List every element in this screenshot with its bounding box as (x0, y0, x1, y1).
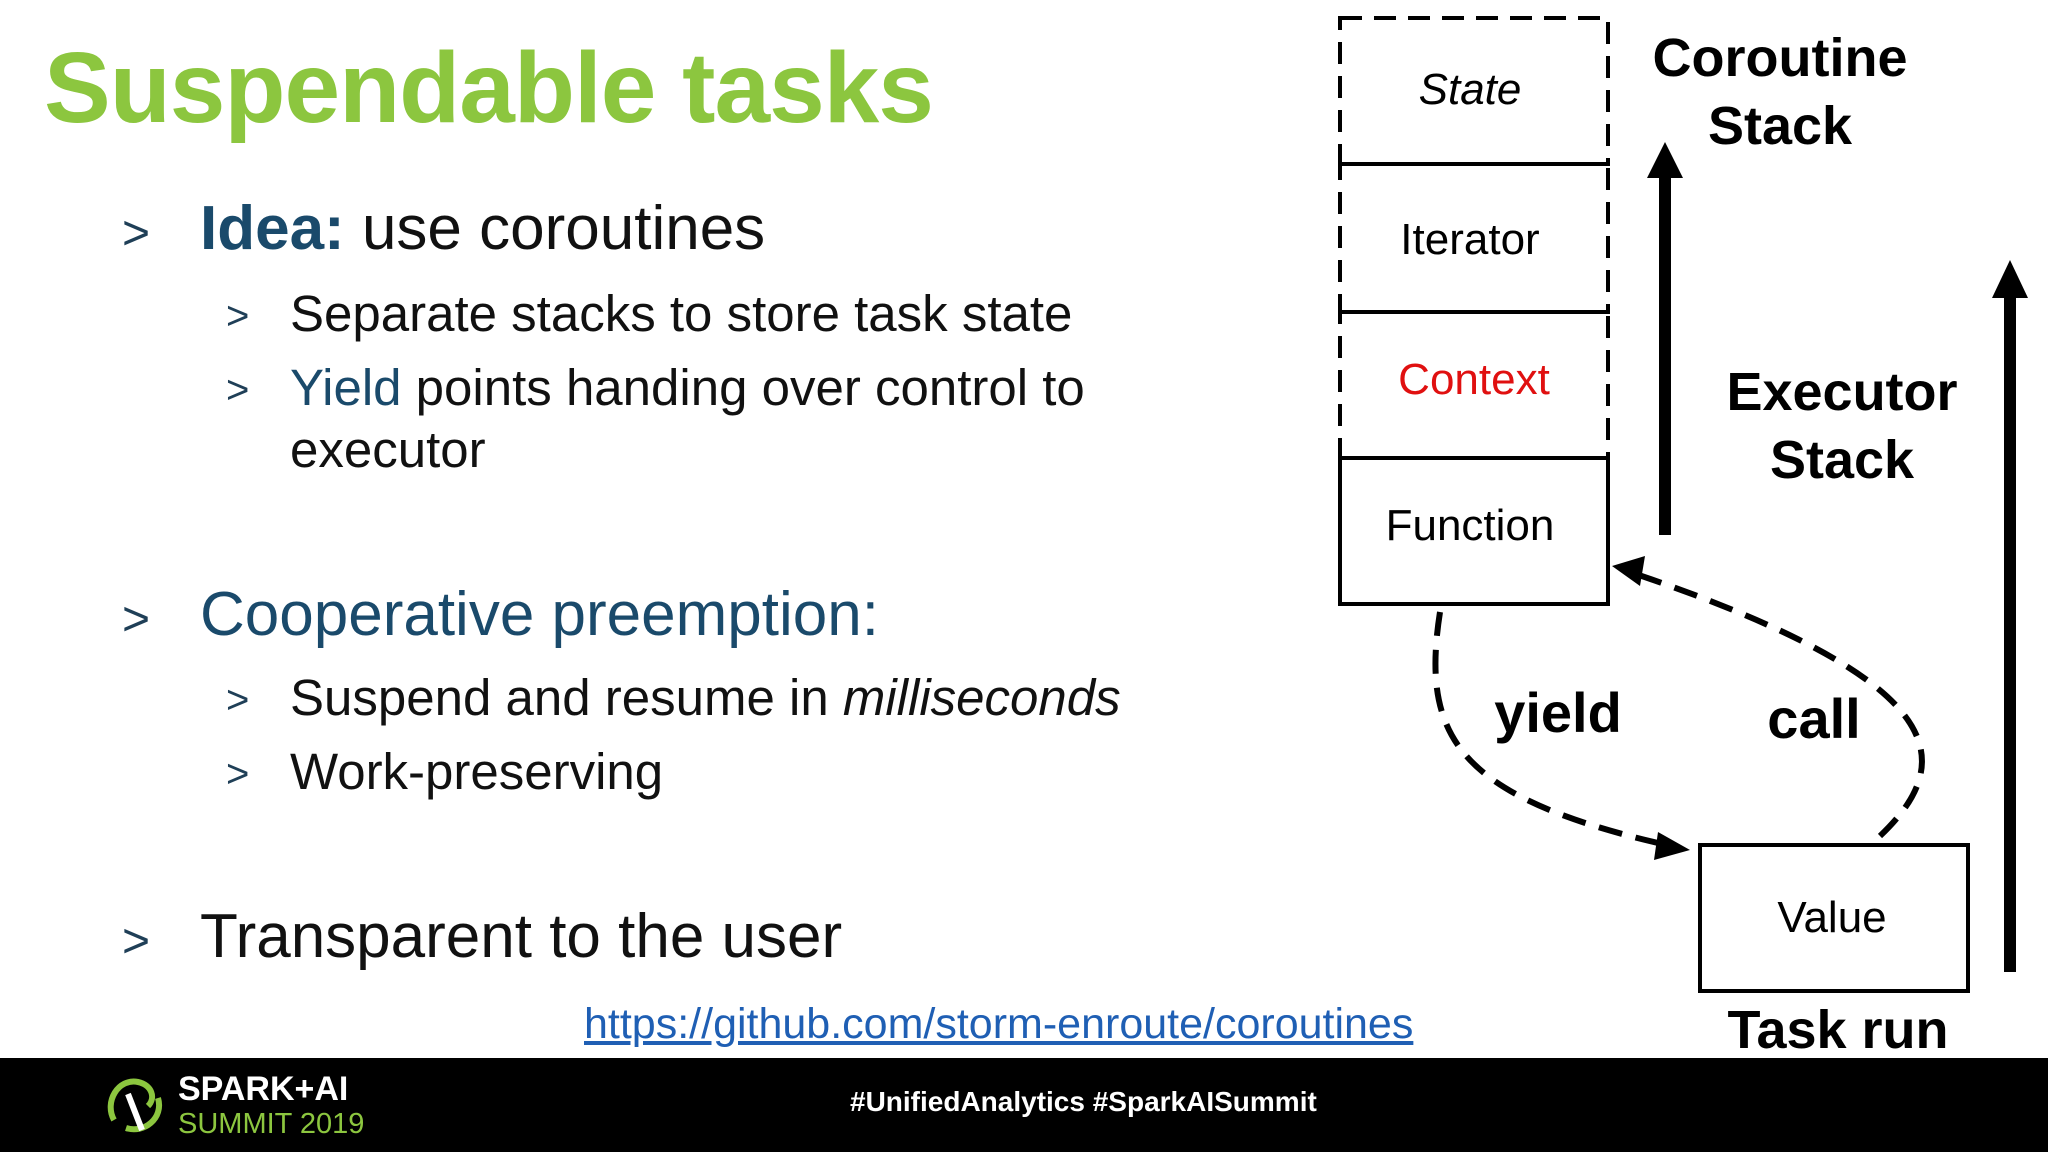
box-function-label: Function (1386, 501, 1555, 550)
slide-title: Suspendable tasks (44, 32, 934, 144)
bullet-marker: > (226, 294, 250, 338)
coroutine-stack-arrow (1647, 142, 1683, 535)
yield-arrow (1432, 611, 1690, 860)
bullet-marker: > (226, 368, 250, 412)
idea-text: use coroutines (344, 194, 766, 263)
yield-word: Yield (290, 359, 402, 416)
work-text: Work-preserving (290, 743, 664, 800)
box-iterator: Iterator (1338, 162, 1610, 314)
executor-stack-arrow (1992, 260, 2028, 972)
yield-label: yield (1494, 681, 1622, 744)
bullet-cooperative-preemption: > Cooperative preemption: (122, 584, 879, 646)
bullet-separate-stacks: > Separate stacks to store task state (226, 285, 1073, 342)
bullet-marker: > (122, 593, 151, 646)
executor-stack-label-line2: Stack (1770, 430, 1915, 490)
logo-text-top: SPARK+AI (178, 1070, 349, 1108)
footer-hashtags: #UnifiedAnalytics #SparkAISummit (850, 1086, 1317, 1117)
bullet-yield-points: > Yield points handing over control to (226, 359, 1085, 416)
bullet-marker: > (122, 207, 151, 260)
coop-text: Cooperative preemption: (200, 580, 879, 649)
coroutine-stack-label-line2: Stack (1708, 96, 1853, 156)
bullet-transparent: > Transparent to the user (122, 906, 842, 968)
bullet-marker: > (122, 915, 151, 968)
box-value-label: Value (1777, 893, 1886, 942)
suspend-italic: milliseconds (842, 669, 1121, 726)
idea-label: Idea: (200, 194, 345, 263)
yield-text-continued: executor (290, 421, 486, 478)
bullet-idea: > Idea: use coroutines (122, 198, 765, 260)
call-label: call (1767, 687, 1860, 750)
bullet-work-preserving: > Work-preserving (226, 743, 664, 800)
coroutine-diagram: State Iterator Context Function Value Co… (1338, 16, 2028, 1058)
coroutine-stack-label-line1: Coroutine (1653, 28, 1908, 88)
suspend-text: Suspend and resume in (290, 669, 843, 726)
box-state-label: State (1419, 65, 1522, 114)
box-state: State (1338, 16, 1610, 166)
task-run-label: Task run (1727, 1000, 1948, 1058)
box-function: Function (1338, 456, 1610, 606)
box-context: Context (1338, 310, 1610, 460)
box-iterator-label: Iterator (1400, 215, 1539, 264)
yield-text: points handing over control to (401, 359, 1085, 416)
bullet-marker: > (226, 678, 250, 722)
spark-ai-logo-icon (107, 1078, 163, 1133)
logo-text-bottom: SUMMIT 2019 (178, 1108, 365, 1140)
github-link[interactable]: https://github.com/storm-enroute/corouti… (584, 1000, 1414, 1048)
bullet-suspend-resume: > Suspend and resume in milliseconds (226, 669, 1121, 726)
executor-stack-label-line1: Executor (1726, 362, 1957, 422)
separate-text: Separate stacks to store task state (290, 285, 1073, 342)
box-value: Value (1698, 843, 1970, 993)
transparent-text: Transparent to the user (200, 902, 843, 971)
bullet-marker: > (226, 752, 250, 796)
footer-bar: SPARK+AI SUMMIT 2019 #UnifiedAnalytics #… (0, 1058, 2048, 1152)
box-context-label: Context (1398, 355, 1550, 404)
call-arrow (1612, 556, 1925, 839)
